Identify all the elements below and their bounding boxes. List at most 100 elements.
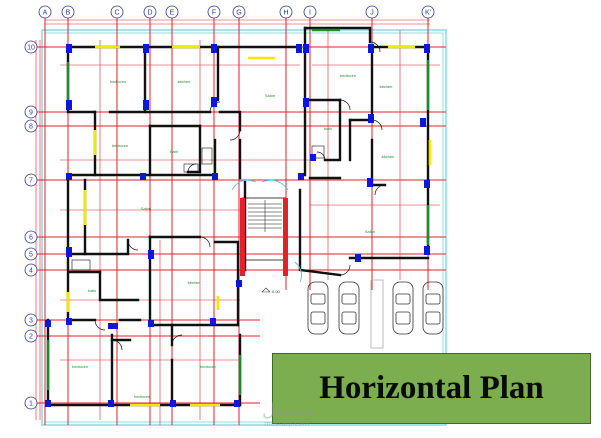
room-label: bath (324, 126, 332, 131)
wall (303, 26, 372, 44)
column (108, 400, 114, 407)
grid-row-label: 1 (29, 401, 33, 408)
grid-row-label: 2 (29, 334, 33, 341)
room-label: kitchen (178, 79, 191, 84)
grid-row-label: 5 (29, 252, 33, 259)
level-triangle (261, 287, 271, 293)
grid-bubble (143, 5, 157, 19)
grid-bubble (207, 5, 221, 19)
car-body (307, 281, 329, 335)
grid-bubble (24, 173, 38, 187)
outer-boundary (41, 29, 447, 426)
car (392, 281, 414, 335)
column (424, 180, 430, 188)
grid-col-label: E (170, 10, 175, 17)
column (45, 400, 51, 407)
watermark-arabic: مستقل (262, 400, 316, 421)
room-label: bedroom (200, 364, 216, 369)
column (143, 44, 149, 53)
room-label: Salon (265, 93, 275, 98)
column (66, 100, 72, 110)
grid-bubble (24, 247, 38, 261)
column (211, 97, 217, 107)
column (310, 154, 316, 161)
door-swing (316, 151, 326, 161)
door-swing (339, 99, 351, 111)
column (298, 173, 304, 180)
car-roof (395, 311, 411, 325)
walls (46, 26, 430, 407)
grid-bubble (24, 396, 38, 410)
wall (298, 188, 342, 277)
column (212, 173, 218, 180)
grid-col-label: A (43, 10, 48, 17)
column (368, 114, 374, 123)
grid-bubble (24, 119, 38, 133)
stair-outline (241, 197, 287, 261)
car-windshield (310, 293, 326, 305)
column (368, 44, 374, 53)
title-panel: Horizontal Plan (272, 353, 591, 424)
grid-bubble (24, 40, 38, 54)
plan-title: Horizontal Plan (319, 370, 544, 406)
counter (71, 259, 91, 271)
car-roof (341, 311, 357, 325)
car-roof (425, 311, 441, 325)
grid-bubble (165, 5, 179, 19)
grid-col-label: H (283, 10, 288, 17)
grid-row-label: 4 (29, 268, 33, 275)
door-swing (94, 319, 106, 331)
car-body (338, 281, 360, 335)
doors (94, 41, 386, 351)
level-text: 0.00 (272, 289, 281, 294)
green-walls (46, 28, 430, 395)
wall (323, 98, 342, 162)
car-windshield (395, 293, 411, 305)
column (66, 247, 72, 257)
column (367, 178, 373, 187)
column (148, 250, 154, 259)
car-body (392, 281, 414, 335)
column (210, 318, 216, 325)
column (140, 173, 146, 180)
car (307, 281, 329, 335)
grid-bubble (24, 313, 38, 327)
grid-col-label: J (370, 10, 374, 17)
column (66, 173, 72, 180)
wall (66, 238, 130, 256)
grid-col-label: C (114, 10, 119, 17)
staircase (240, 197, 288, 276)
grid-col-label: B (66, 10, 71, 17)
counter (201, 147, 213, 165)
column (236, 280, 242, 287)
grid-bubble (365, 5, 379, 19)
parking-area (307, 279, 444, 349)
dimension-lines (35, 19, 440, 425)
wall (98, 270, 140, 302)
grid-bubble (232, 5, 246, 19)
fixtures (71, 145, 325, 271)
room-label: bedroom (340, 73, 356, 78)
door-swing (127, 239, 139, 251)
door-swing (339, 264, 351, 276)
grid-row-label: 9 (29, 110, 33, 117)
level-marker: 0.00 (261, 287, 281, 294)
grid-row-label: 7 (29, 178, 33, 185)
car-roof (310, 311, 326, 325)
grid-col-label: K' (425, 10, 431, 17)
grid-col-label: F (212, 10, 216, 17)
grid-bubble (279, 5, 293, 19)
grid-bubble (61, 5, 75, 19)
room-label: kitchen (380, 84, 393, 89)
column (45, 320, 51, 327)
door-swing (374, 184, 386, 196)
column (234, 400, 240, 407)
grid-row-label: 8 (29, 124, 33, 131)
column (424, 44, 430, 53)
door-swing (369, 41, 381, 53)
room-label: bedroom (110, 79, 126, 84)
column (66, 318, 72, 325)
counter (311, 145, 325, 159)
car (422, 281, 444, 335)
